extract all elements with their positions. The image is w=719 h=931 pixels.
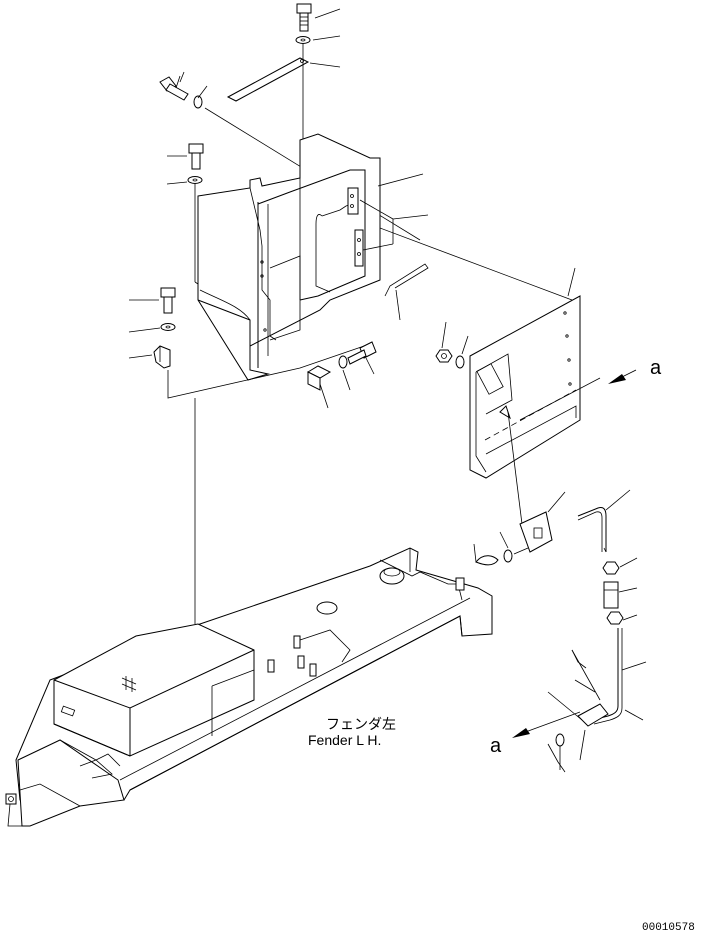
reference-arrow-a-right: a bbox=[608, 357, 662, 384]
caption-line-1: フェンダ左 bbox=[326, 716, 396, 732]
hatch-mark bbox=[121, 676, 137, 692]
washer-6 bbox=[555, 733, 565, 747]
nut-3 bbox=[606, 611, 624, 625]
bolt-4 bbox=[347, 341, 377, 365]
callout-a-right: a bbox=[650, 357, 662, 379]
reference-arrow-a-left: a bbox=[490, 711, 581, 757]
bolt-stud-group bbox=[267, 629, 351, 677]
side-washer bbox=[193, 95, 203, 109]
nut-2 bbox=[602, 561, 620, 575]
coupler bbox=[603, 581, 619, 609]
washer-2 bbox=[187, 176, 203, 184]
rear-cover-panel bbox=[197, 133, 381, 381]
callout-a-left: a bbox=[490, 735, 502, 757]
top-bracket-plate bbox=[226, 57, 310, 102]
top-washer bbox=[295, 36, 311, 44]
door-panel bbox=[469, 295, 581, 479]
washer-5 bbox=[455, 355, 465, 369]
lower-bracket bbox=[577, 703, 609, 727]
caption-line-2: Fender L H. bbox=[308, 732, 381, 748]
latch-rod bbox=[577, 507, 607, 552]
top-bolt bbox=[296, 3, 312, 32]
bolt-3 bbox=[160, 287, 176, 314]
lower-rod bbox=[591, 628, 623, 725]
end-bracket bbox=[5, 739, 125, 827]
rod bbox=[384, 263, 429, 297]
bolt-2 bbox=[188, 143, 204, 170]
washer-4 bbox=[338, 355, 348, 369]
clip bbox=[153, 345, 171, 369]
small-bracket bbox=[306, 365, 332, 391]
washer-3 bbox=[160, 323, 176, 331]
nut bbox=[435, 349, 453, 363]
latch bbox=[519, 511, 553, 553]
side-bolt bbox=[159, 76, 189, 101]
drawing-number: 00010578 bbox=[642, 922, 695, 931]
split-pin bbox=[473, 543, 499, 566]
washer-7 bbox=[503, 549, 513, 563]
cover-box bbox=[53, 623, 255, 757]
